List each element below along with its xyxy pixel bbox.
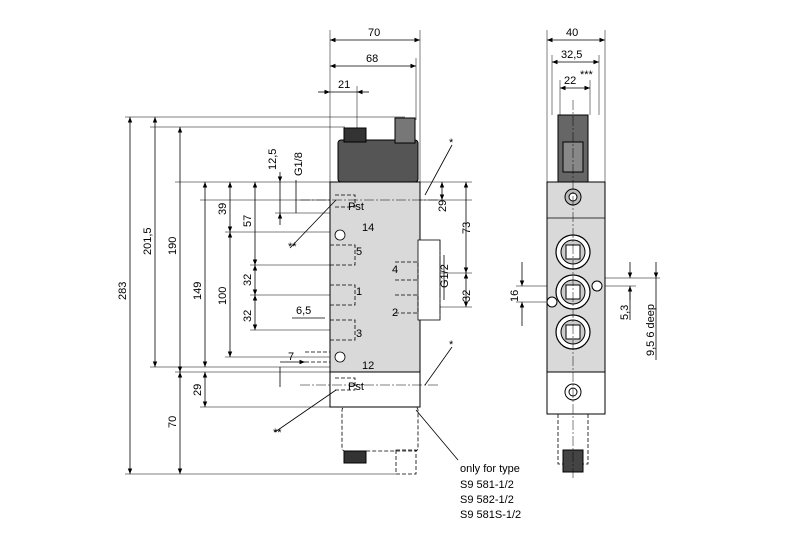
dim-70: 70 (368, 27, 380, 39)
dim-29-left: 29 (192, 384, 204, 396)
right-dimensions: 29 73 G1/2 32 (420, 181, 473, 308)
valve-lower-cap (329, 371, 421, 408)
port-4: 4 (392, 264, 398, 276)
side-top-dimensions: 40 32,5 22 *** (546, 27, 606, 182)
side-dim-16: 16 (509, 290, 521, 302)
star-bottom: * (449, 339, 454, 351)
bottom-solenoid (341, 406, 419, 452)
dim-6-5: 6,5 (296, 305, 311, 317)
side-dim-22: 22 (564, 75, 576, 87)
side-dim-5-3: 5,3 (619, 305, 631, 320)
note-line-1: only for type (460, 463, 520, 475)
note-line-2: S9 581-1/2 (460, 479, 514, 491)
note-line-3: S9 582-1/2 (460, 494, 514, 506)
dim-7: 7 (288, 351, 294, 363)
dim-57: 57 (242, 215, 254, 227)
port-3: 3 (356, 328, 362, 340)
bottom-nut (343, 450, 367, 464)
dim-21: 21 (338, 79, 350, 91)
side-triple-star: *** (580, 69, 594, 81)
dim-29-right: 29 (437, 200, 449, 212)
dim-32-a: 32 (242, 274, 254, 286)
side-other-dimensions: 16 5,3 9,5 6 deep (509, 262, 660, 360)
dim-283: 283 (117, 282, 129, 300)
note-line-4: S9 581S-1/2 (460, 509, 521, 521)
pst-bottom: Pst (348, 381, 364, 393)
port-1: 1 (356, 286, 362, 298)
star-top: * (449, 137, 454, 149)
side-dim-deep: 9,5 6 deep (645, 304, 657, 356)
top-solenoid (337, 139, 419, 183)
dim-73: 73 (461, 222, 473, 234)
pst-top: Pst (348, 201, 364, 213)
port-flange (417, 239, 441, 321)
callouts: * * ** ** (273, 137, 459, 461)
dim-68: 68 (366, 53, 378, 65)
side-dim-40: 40 (566, 27, 578, 39)
dim-g18: G1/8 (293, 152, 305, 176)
dim-201-5: 201,5 (142, 227, 154, 255)
side-dim-32-5: 32,5 (561, 49, 582, 61)
port-5: 5 (356, 246, 362, 258)
bottom-plug (395, 449, 417, 475)
top-nut (343, 127, 367, 143)
port-2: 2 (392, 307, 398, 319)
dim-149: 149 (192, 282, 204, 300)
front-view: 14 5 4 1 2 3 12 Pst Pst 70 68 21 (117, 27, 473, 475)
dim-70-left: 70 (167, 416, 179, 428)
port-14: 14 (362, 222, 374, 234)
dim-32-right: 32 (461, 290, 473, 302)
left-dimensions: 283 201,5 190 149 100 70 29 39 57 32 32 … (117, 116, 405, 475)
top-plug (394, 117, 416, 144)
dim-190: 190 (167, 237, 179, 255)
dim-39: 39 (217, 203, 229, 215)
dim-32-b: 32 (242, 310, 254, 322)
top-dimensions: 70 68 21 (318, 27, 421, 182)
valve-body (329, 181, 421, 373)
port-12: 12 (362, 360, 374, 372)
double-star-bottom: ** (273, 427, 282, 439)
dim-g12: G1/2 (439, 264, 451, 288)
double-star-top: ** (288, 241, 297, 253)
dim-12-5: 12,5 (267, 149, 279, 170)
dim-100: 100 (217, 287, 229, 305)
type-note: only for type S9 581-1/2 S9 582-1/2 S9 5… (460, 463, 521, 521)
side-view: 40 32,5 22 *** 16 5,3 9,5 6 deep (509, 27, 660, 480)
